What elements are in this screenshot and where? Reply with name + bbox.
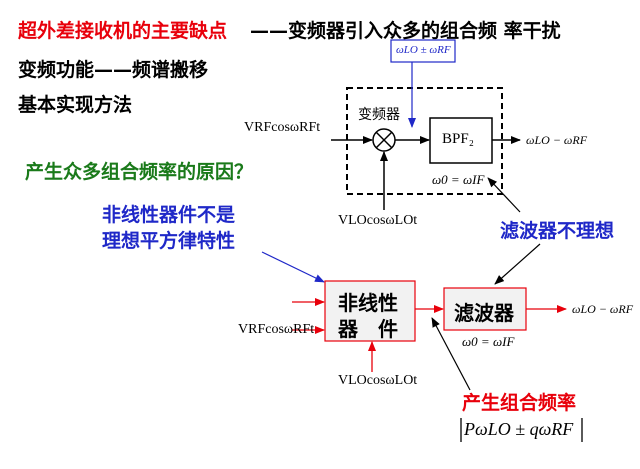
filter-note-pointer-top [487, 177, 521, 213]
question-text: 产生众多组合频率的原因？ [25, 161, 254, 183]
nonlinear-note-pointer [261, 251, 325, 283]
filter-note-pointer-bottom [494, 243, 541, 285]
nonlinear-box-line1: 非线性 [338, 291, 398, 315]
bottom-lo-input-label: VLOcosωLOt [338, 373, 418, 388]
page-title: 超外差接收机的主要缺点 [18, 20, 228, 42]
nonlinear-note-line2: 理想平方律特性 [102, 230, 236, 252]
mixer-label: 变频器 [358, 107, 400, 123]
combo-label-pointer [431, 317, 471, 391]
bottom-output-freq: ωLO − ωRF [572, 302, 634, 316]
top-rf-input-label: VRFcosωRFt [244, 120, 321, 135]
nonlinear-note-line1: 非线性器件不是 [102, 204, 236, 226]
top-lo-input-label: VLOcosωLOt [338, 213, 418, 228]
combo-formula: PωLO ± qωRF [464, 419, 574, 439]
mixer-freq-box [390, 39, 456, 63]
top-output-freq: ωLO − ωRF [526, 133, 588, 147]
filter-note: 滤波器不理想 [500, 220, 615, 242]
page-subtitle: ——变频器引入众多的组合频 率干扰 [250, 20, 561, 42]
filter-block [443, 287, 527, 331]
combo-label: 产生组合频率 [462, 392, 577, 414]
top-center-freq: ω0 = ωIF [432, 172, 485, 187]
filter-box-label: 滤波器 [454, 301, 514, 325]
bpf-label: BPF₂ [442, 131, 474, 147]
method-line: 基本实现方法 [18, 94, 133, 116]
nonlinear-box-line2: 器 件 [338, 317, 398, 341]
mixer-freq-label: ωLO ± ωRF [396, 44, 451, 56]
bottom-rf-input-label: VRFcosωRFt [238, 322, 315, 337]
function-line: 变频功能——频谱搬移 [18, 59, 209, 81]
bottom-center-freq: ω0 = ωIF [462, 334, 515, 349]
